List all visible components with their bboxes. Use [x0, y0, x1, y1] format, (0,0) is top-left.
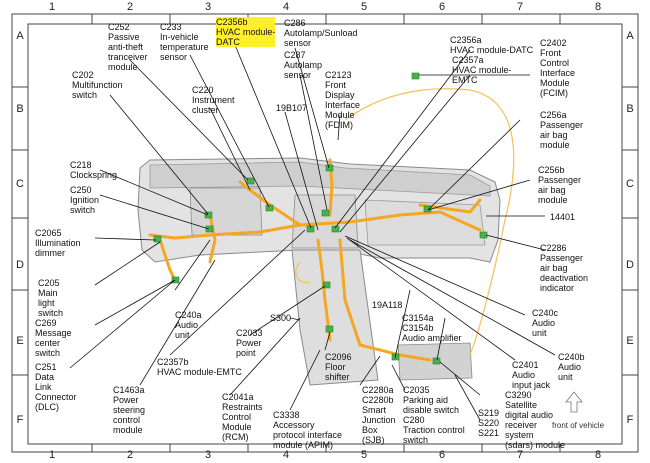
- grid-col-5-bottom: 5: [360, 449, 368, 461]
- label-c287: C287 Autolamp sensor: [284, 50, 323, 80]
- connector-c2356a: [331, 225, 340, 233]
- label-c3290: C3290 Satellite digital audio receiver s…: [505, 390, 566, 450]
- thin-harness: [295, 88, 515, 356]
- label-c202: C202 Multifunction switch: [72, 70, 123, 100]
- label-c269: C269 Message center switch: [35, 318, 72, 358]
- connector-c233: [265, 204, 274, 212]
- label-c2356b: C2356b HVAC module- DATC: [216, 17, 276, 47]
- connector-c251: [171, 276, 180, 284]
- label-c2356a: C2356a HVAC module-DATC: [450, 35, 534, 55]
- grid-row-c: C: [16, 178, 24, 190]
- grid-col-3-bottom: 3: [204, 449, 212, 461]
- grid-row-c-right: C: [626, 178, 634, 190]
- label-c205: C205 Main light switch: [38, 278, 64, 318]
- connector-c256b: [423, 205, 432, 213]
- label-c251: C251 Data Link Connector (DLC): [35, 362, 77, 412]
- label-c2280a: C2280a C2280b Smart Junction Box (SJB): [362, 385, 396, 445]
- label-c240c: C240c Audio unit: [532, 308, 559, 338]
- grid-col-2-bottom: 2: [126, 449, 134, 461]
- grid-col-4-bottom: 4: [282, 449, 290, 461]
- label-c2357b: C2357b HVAC module-EMTC: [157, 357, 242, 377]
- grid-row-b-right: B: [626, 103, 634, 115]
- grid-col-5: 5: [360, 1, 368, 13]
- label-19a118: 19A118: [372, 300, 403, 310]
- label-c2096: C2096 Floor shifter: [325, 352, 352, 382]
- label-c2123: C2123 Front Display Interface Module (FD…: [325, 70, 361, 130]
- label-c2286: C2286 Passenger air bag deactivation ind…: [540, 243, 589, 293]
- connector-c286: [325, 164, 334, 172]
- label-s219: S219 S220 S221: [478, 408, 500, 438]
- label-c240b: C240b Audio unit: [558, 352, 585, 382]
- center-stack: [291, 194, 359, 249]
- grid-col-1: 1: [48, 1, 56, 13]
- label-c233: C233 In-vehicle temperature sensor: [160, 22, 209, 62]
- connector-c218: [204, 211, 213, 219]
- connector-c2402: [411, 72, 420, 80]
- label-c2401: C2401 Audio input jack: [512, 360, 551, 390]
- grid-col-8: 8: [594, 1, 602, 13]
- label-c240a: C240a Audio unit: [175, 310, 202, 340]
- label-c2041a: C2041a Restraints Control Module (RCM): [222, 392, 263, 442]
- connector-c2065: [153, 235, 162, 243]
- grid-row-d-right: D: [626, 259, 634, 271]
- grid-row-f-right: F: [626, 414, 634, 426]
- connector-c2286: [479, 231, 488, 239]
- label-c3338: C3338 Accessory protocol interface modul…: [273, 410, 343, 450]
- leader-lines: [69, 44, 556, 421]
- grid-col-6: 6: [438, 1, 446, 13]
- label-c2065: C2065 Illumination dimmer: [35, 228, 81, 258]
- connector-c252: [246, 177, 255, 185]
- grid-row-b: B: [16, 103, 24, 115]
- label-c2402: C2402 Front Control Interface Module (FC…: [540, 38, 576, 98]
- label-c252: C252 Passive anti-theft tranceiver modul…: [108, 22, 148, 72]
- connector-c2033: [322, 281, 331, 289]
- label-c250: C250 Ignition switch: [70, 185, 100, 215]
- label-14401: 14401: [550, 212, 576, 222]
- label-c2357a: C2357a HVAC module- EMTC: [452, 55, 512, 85]
- grid-col-7: 7: [516, 1, 524, 13]
- grid-row-e: E: [16, 335, 24, 347]
- floor-console: [291, 249, 379, 386]
- label-c256a: C256a Passenger air bag module: [540, 110, 584, 150]
- front-of-vehicle-label: front of vehicle: [552, 421, 605, 430]
- label-c220: C220 Instrument cluster: [192, 85, 235, 115]
- connector-c3154: [432, 357, 441, 365]
- front-of-vehicle-arrow: [565, 391, 583, 413]
- grid-row-d: D: [16, 259, 24, 271]
- grid-col-6-bottom: 6: [438, 449, 446, 461]
- grid-row-a-right: A: [626, 30, 634, 42]
- grid-col-8-bottom: 8: [594, 449, 602, 461]
- label-c2033: C2033 Power point: [236, 328, 263, 358]
- instrument-cluster-housing: [189, 187, 263, 236]
- grid-col-3: 3: [204, 1, 212, 13]
- connector-c250: [205, 225, 214, 233]
- connector-c2123: [321, 209, 330, 217]
- label-c286: C286 Autolamp/Sunload sensor: [284, 18, 358, 48]
- grid-row-f: F: [16, 414, 24, 426]
- label-c1463a: C1463a Power steering control module: [113, 385, 146, 435]
- label-c2035: C2035 Parking aid disable switch C280 Tr…: [403, 385, 465, 445]
- grid-col-7-bottom: 7: [516, 449, 524, 461]
- grid-col-1-bottom: 1: [48, 449, 56, 461]
- grid-row-e-right: E: [626, 335, 634, 347]
- connector-c2096: [325, 325, 334, 333]
- label-c256b: C256b Passenger air bag module: [538, 165, 582, 205]
- label-c218: C218 Clockspring: [70, 160, 118, 180]
- label-c3154a: C3154a C3154b Audio amplifier: [402, 313, 462, 343]
- grid-col-4: 4: [282, 1, 290, 13]
- label-s300: S300: [270, 313, 292, 323]
- dashboard-top-panel: [149, 161, 491, 197]
- label-19b107: 19B107: [276, 103, 308, 113]
- grid-col-2: 2: [126, 1, 134, 13]
- grid-row-a: A: [16, 30, 24, 42]
